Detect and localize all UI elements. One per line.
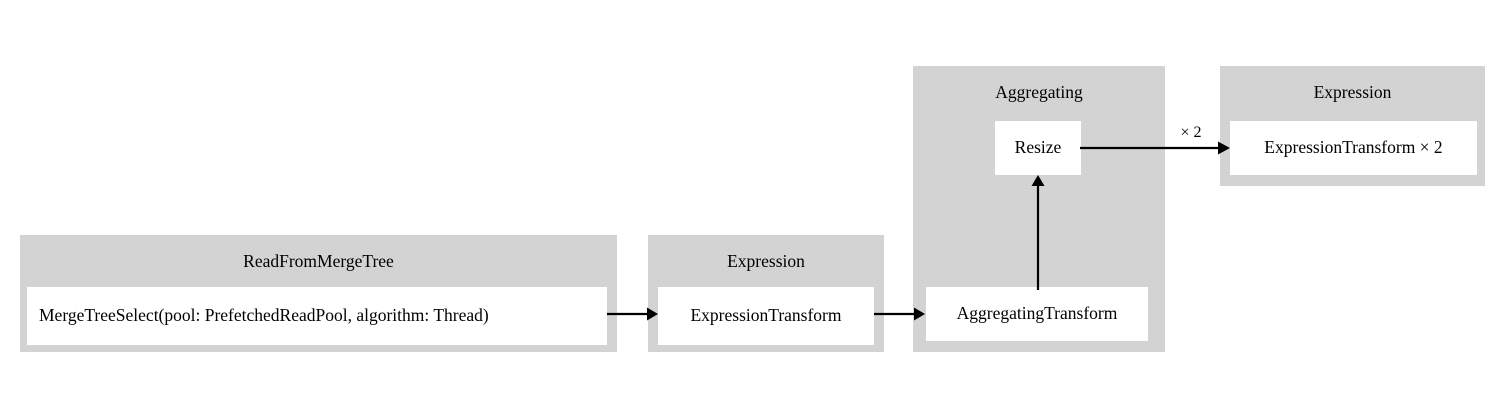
- cluster-title-expression-1: Expression: [727, 251, 805, 271]
- edge-label-resize-to-expression-transform-x2: × 2: [1180, 124, 1202, 141]
- node-label-expression-transform-x2: ExpressionTransform × 2: [1264, 137, 1443, 158]
- node-expression-transform-x2[interactable]: ExpressionTransform × 2: [1230, 121, 1477, 175]
- node-label-aggregating-transform: AggregatingTransform: [956, 303, 1118, 324]
- node-expression-transform[interactable]: ExpressionTransform: [658, 287, 874, 345]
- cluster-title-aggregating: Aggregating: [995, 82, 1083, 102]
- cluster-title-read-from-merge-tree: ReadFromMergeTree: [243, 251, 394, 271]
- node-label-merge-tree-select: MergeTreeSelect(pool: PrefetchedReadPool…: [39, 305, 489, 326]
- edge-expression-transform-to-aggregating-transform: [874, 307, 925, 321]
- node-aggregating-transform[interactable]: AggregatingTransform: [926, 287, 1148, 341]
- node-merge-tree-select[interactable]: MergeTreeSelect(pool: PrefetchedReadPool…: [27, 287, 607, 345]
- node-label-resize: Resize: [1014, 137, 1062, 158]
- edge-resize-to-expression-transform-x2: [1080, 141, 1230, 155]
- node-resize[interactable]: Resize: [995, 121, 1081, 175]
- edge-merge-tree-select-to-expression-transform: [607, 307, 658, 321]
- node-label-expression-transform: ExpressionTransform: [690, 305, 842, 326]
- cluster-title-expression-2: Expression: [1313, 82, 1392, 102]
- edge-aggregating-transform-to-resize: [1031, 175, 1045, 290]
